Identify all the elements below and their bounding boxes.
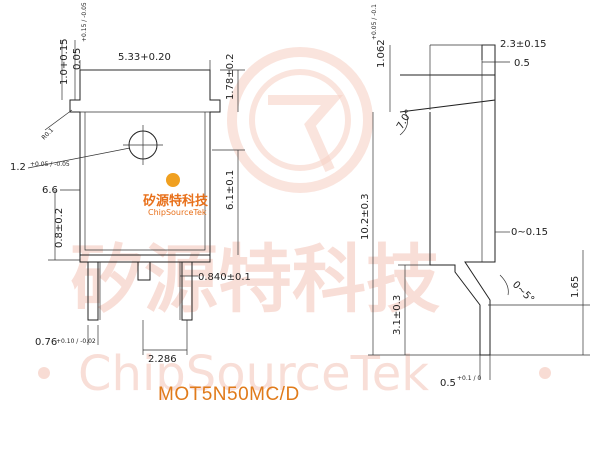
dim-hole-tol: +0.05 / -0.05 [30, 161, 70, 168]
side-top-plate [399, 74, 496, 113]
logo-mark-icon [166, 173, 180, 187]
watermark-chinese: 矽源特科技 [70, 237, 440, 323]
angle-arc-top [399, 111, 408, 136]
dim-side-top-tol: +0.05 / -0.1 [371, 4, 378, 40]
lead-center [137, 261, 151, 281]
dim-lead-offset-top: 0.05 [72, 48, 83, 70]
dim-top-width: 5.33+0.20 [118, 52, 171, 63]
dim-lead-length-top: 1.0+0.15 [59, 38, 70, 85]
dim-angle-top: 7.0° [395, 108, 415, 132]
dim-bottom-tol: +0.1 / 0 [457, 375, 481, 382]
chipsourcetek-logo: 矽源特科技 ChipSourceTek [143, 173, 209, 217]
dim-pitch: 2.286 [148, 354, 177, 365]
dim-angle-bottom: 0~5° [510, 279, 536, 305]
front-inner-outline [84, 112, 206, 251]
dim-right-height: 1.65 [570, 276, 581, 298]
angle-arc-bottom [499, 274, 509, 296]
dim-lead-offset-tol: +0.15 / -0.05 [81, 2, 88, 42]
dim-hole-prefix: R0.1 [40, 127, 55, 142]
watermark-logo-icon [227, 47, 373, 193]
dim-side-height: 10.2±0.3 [360, 193, 371, 240]
dim-lead-width: 0.840±0.1 [198, 272, 251, 283]
dim-side-width: 2.3±0.15 [500, 39, 547, 50]
dim-side-top: 1.062 [376, 39, 387, 68]
dim-lead-pitch-left: 0.8±0.2 [54, 208, 65, 248]
front-body-outline [69, 69, 221, 256]
part-number: MOT5N50MC/D [158, 384, 300, 405]
front-view: 5.33+0.20 1.0+0.15 0.05 +0.15 / -0.05 1.… [10, 2, 251, 365]
side-view: 2.3±0.15 0.5 1.062 +0.05 / -0.1 7.0° 10.… [360, 4, 590, 389]
lead-left [87, 261, 99, 321]
dim-side-plate: 0.5 [514, 58, 530, 69]
dim-bottom-thickness: 0.5 [440, 378, 456, 389]
dim-hole-radius: 1.2 [10, 162, 26, 173]
logo-chinese: 矽源特科技 [143, 193, 209, 209]
dim-lead-thickness-tol: +0.10 / -0.02 [56, 338, 96, 345]
dim-lead-drop: 3.1±0.3 [392, 295, 403, 335]
logo-english: ChipSourceTek [148, 208, 207, 217]
hole-leader [27, 147, 131, 169]
dim-left-small: 6.6 [42, 185, 58, 196]
dim-tab-height: 1.78±0.2 [225, 53, 236, 100]
dim-gap: 0~0.15 [511, 227, 548, 238]
dim-body-height: 6.1±0.1 [225, 170, 236, 210]
dim-lead-thickness: 0.76 [35, 337, 57, 348]
watermark-dots [38, 367, 551, 379]
